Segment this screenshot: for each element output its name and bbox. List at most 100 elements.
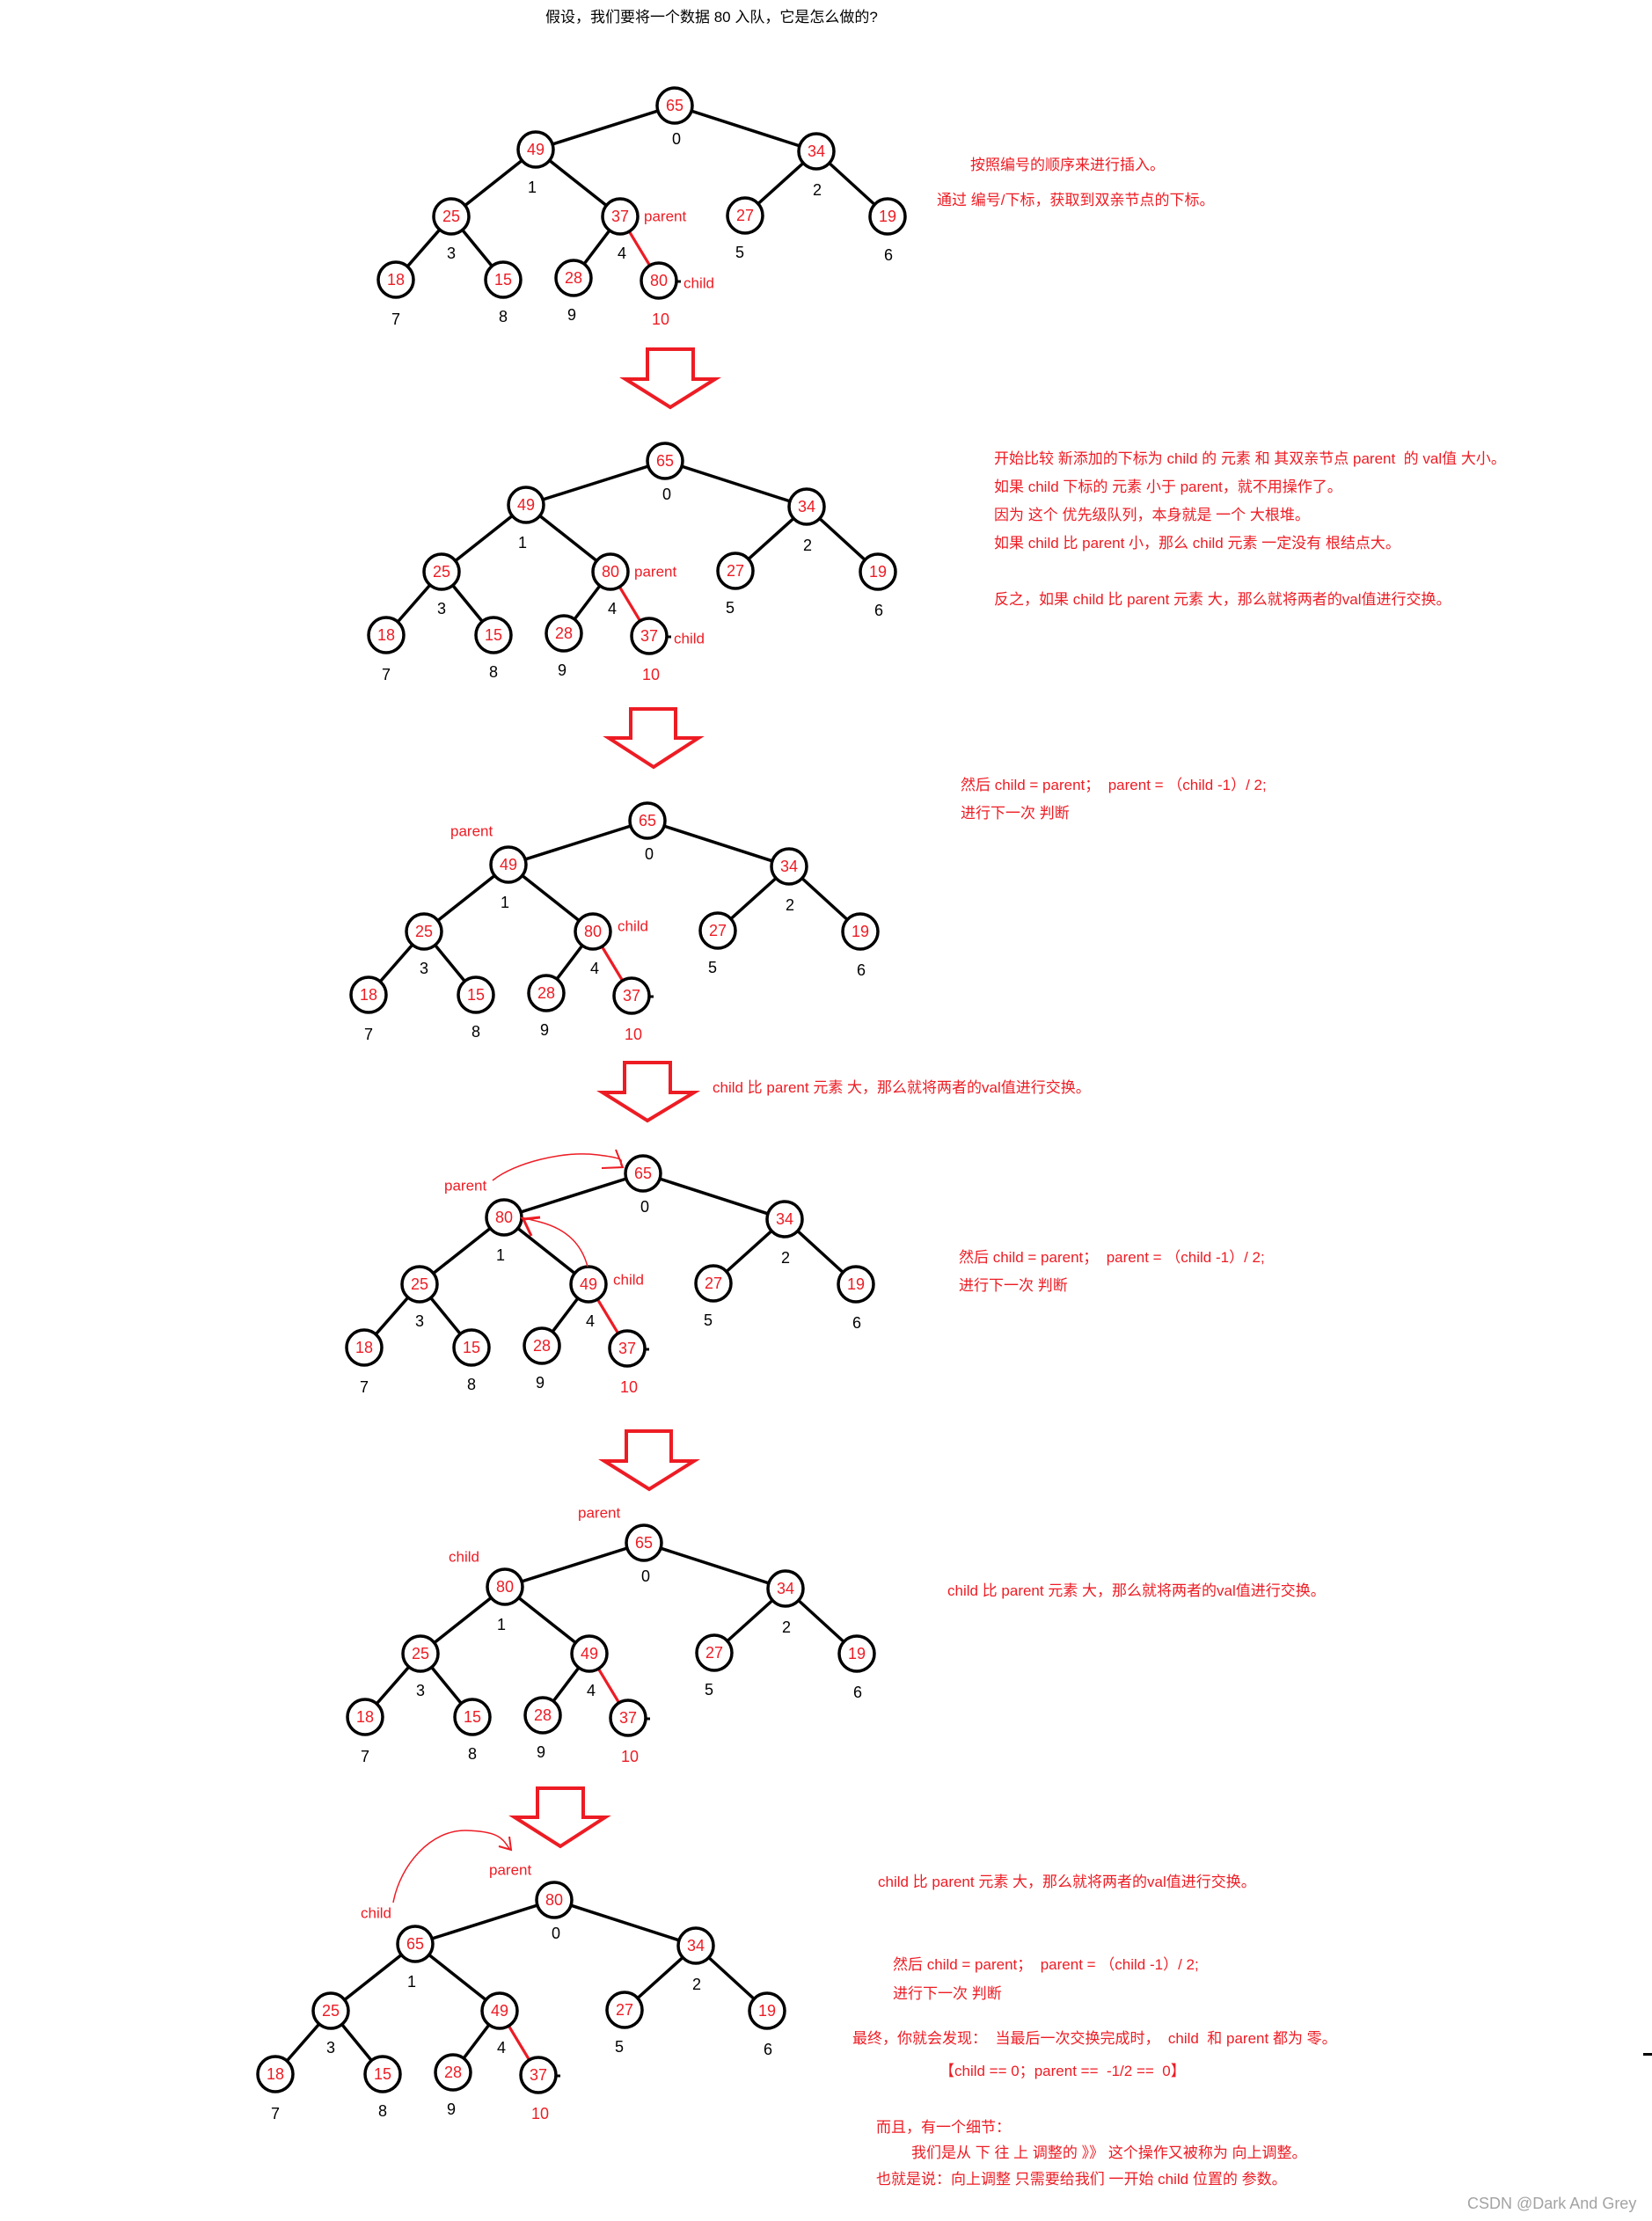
tree-node: 19 — [837, 1265, 875, 1304]
node-value: 28 — [533, 1337, 551, 1355]
node-index-label: 1 — [528, 179, 537, 196]
node-circle — [396, 1925, 435, 1963]
node-circle — [311, 1991, 350, 2030]
tree-node: 25 — [432, 197, 471, 236]
tree-node: 37 — [608, 1329, 647, 1368]
node-circle — [256, 2055, 295, 2093]
node-circle — [770, 847, 808, 886]
node-value: 80 — [545, 1891, 563, 1909]
node-circle — [474, 616, 513, 654]
node-value: 49 — [527, 141, 545, 158]
node-index-label: 0 — [645, 845, 654, 863]
node-index-label: 0 — [552, 1925, 560, 1942]
node-value: 19 — [847, 1275, 865, 1293]
detail-body: 我们是从 下 往 上 调整的 》》 这个操作又被称为 向上调整。 — [911, 2144, 1307, 2161]
node-index-label: 8 — [467, 1376, 476, 1393]
tree-node: 37 — [630, 617, 669, 655]
tree-edge — [524, 459, 667, 507]
step-6-note: 然后 child = parent； parent = （child -1）/ … — [893, 1956, 1199, 1973]
node-circle — [507, 486, 545, 524]
node-value: 37 — [530, 2066, 547, 2084]
child-label: child — [674, 631, 705, 647]
tree-node: 34 — [765, 1200, 804, 1238]
tree-node: 49 — [489, 845, 528, 884]
node-value: 65 — [635, 1534, 653, 1552]
parent-label: parent — [489, 1862, 531, 1879]
node-index-label: 8 — [489, 663, 498, 681]
tree-node: 15 — [457, 975, 495, 1014]
node-index-label: 0 — [640, 1198, 649, 1216]
tree-node: 37 — [612, 976, 651, 1015]
node-value: 49 — [500, 856, 517, 873]
node-value: 15 — [374, 2065, 391, 2083]
node-value: 34 — [808, 142, 825, 160]
curved-arrow-icon — [492, 1149, 625, 1181]
node-value: 25 — [442, 208, 460, 225]
node-index-label: 4 — [587, 1682, 596, 1699]
node-circle — [486, 1567, 524, 1606]
node-index-label: 5 — [708, 959, 717, 976]
node-index-label: 1 — [407, 1973, 416, 1991]
node-value: 28 — [565, 269, 582, 287]
node-index-label: 3 — [420, 960, 428, 977]
child-label: child — [683, 275, 714, 292]
tree-node: 15 — [452, 1328, 491, 1367]
child-label: child — [361, 1905, 391, 1922]
node-circle — [624, 1154, 662, 1193]
node-index-label: 6 — [857, 961, 866, 979]
node-value: 18 — [355, 1339, 373, 1356]
node-value: 19 — [852, 923, 869, 940]
step-2-note: 如果 child 比 parent 小，那么 child 元素 一定没有 根结点… — [994, 535, 1400, 552]
tree-edge — [503, 1541, 646, 1589]
node-index-label: 10 — [621, 1748, 639, 1765]
step-2-note: 如果 child 下标的 元素 小于 parent，就不用操作了。 — [994, 479, 1342, 495]
tree-edge — [502, 1172, 645, 1219]
node-value: 27 — [705, 1644, 723, 1662]
node-circle — [376, 260, 415, 299]
tree-edge — [642, 1541, 787, 1590]
tree-node: 37 — [601, 197, 640, 236]
node-index-label: 8 — [468, 1745, 477, 1763]
tree-node: 80 — [574, 912, 612, 951]
page-title: 假设，我们要将一个数据 80 入队，它是怎么做的? — [545, 9, 878, 26]
node-index-label: 0 — [672, 130, 681, 148]
node-circle — [640, 261, 678, 300]
node-value: 25 — [322, 2002, 340, 2020]
tree-node: 27 — [694, 1264, 733, 1303]
node-index-label: 7 — [360, 1378, 369, 1396]
node-index-label: 9 — [567, 306, 576, 324]
node-index-label: 0 — [662, 486, 671, 503]
node-index-label: 3 — [437, 600, 446, 617]
node-index-label: 2 — [786, 896, 794, 914]
node-value: 28 — [555, 625, 573, 642]
tree-node: 18 — [346, 1698, 384, 1736]
tree-edge — [646, 819, 791, 868]
tree-node: 34 — [676, 1926, 715, 1965]
node-circle — [527, 974, 566, 1012]
node-circle — [363, 2055, 402, 2093]
node-index-label: 2 — [782, 1618, 791, 1636]
node-index-label: 3 — [447, 245, 456, 262]
tree-node: 80 — [640, 261, 678, 300]
node-value: 19 — [879, 208, 896, 225]
parent-label: parent — [444, 1178, 486, 1195]
edge-mark — [1643, 2053, 1652, 2056]
node-value: 65 — [666, 97, 683, 114]
node-value: 80 — [496, 1578, 514, 1596]
node-circle — [628, 801, 667, 840]
node-value: 15 — [464, 1708, 481, 1726]
node-circle — [574, 912, 612, 951]
node-circle — [655, 86, 694, 125]
node-index-label: 4 — [590, 960, 599, 977]
node-index-label: 9 — [447, 2100, 456, 2118]
child-label: child — [613, 1272, 644, 1289]
node-index-label: 8 — [471, 1023, 480, 1041]
node-value: 37 — [611, 208, 629, 225]
node-index-label: 10 — [642, 666, 660, 683]
tree-node: 25 — [405, 912, 443, 951]
node-value: 15 — [485, 626, 502, 644]
detail-summary: 也就是说：向上调整 只需要给我们 一开始 child 位置的 参数。 — [876, 2171, 1287, 2188]
parent-label: parent — [450, 823, 493, 840]
